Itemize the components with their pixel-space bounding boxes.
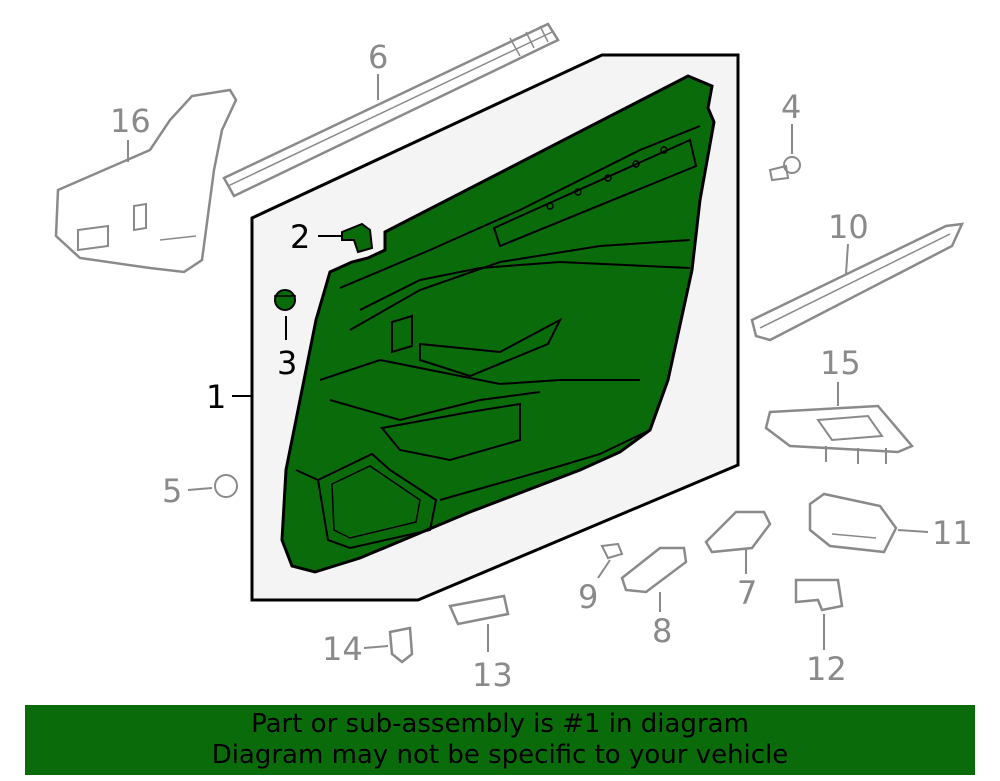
part-3-fastener[interactable] [274,289,296,311]
part-14-socket[interactable] [388,626,414,664]
callout-7: 7 [737,574,757,612]
callout-1: 1 [206,378,226,416]
info-banner: Part or sub-assembly is #1 in diagram Di… [25,705,975,775]
callout-14: 14 [322,630,363,668]
part-7-bracket[interactable] [704,510,772,554]
door-trim-panel[interactable] [280,74,716,574]
callout-3: 3 [277,344,297,382]
callout-2: 2 [290,218,310,256]
part-10-molding[interactable] [750,222,965,342]
callout-5: 5 [162,472,182,510]
banner-line-1: Part or sub-assembly is #1 in diagram [251,709,749,739]
banner-line-2: Diagram may not be specific to your vehi… [211,740,789,770]
part-4-screw[interactable] [768,156,801,182]
part-6-rail[interactable] [222,22,560,198]
part-15-switch-bezel[interactable] [764,404,915,464]
part-13-lamp[interactable] [448,594,510,626]
callout-13: 13 [472,656,513,694]
part-16-shield[interactable] [54,88,238,274]
part-11-switch-assembly[interactable] [808,492,898,554]
callout-10: 10 [828,208,869,246]
callout-4: 4 [781,88,801,126]
callout-16: 16 [110,102,151,140]
callout-6: 6 [368,38,388,76]
part-2-clip[interactable] [341,222,374,254]
callout-12: 12 [806,650,847,688]
part-5-grommet[interactable] [214,474,238,498]
callout-9: 9 [578,578,598,616]
callout-15: 15 [820,344,861,382]
leader-lines [127,74,929,652]
callout-11: 11 [932,514,973,552]
part-9-clip[interactable] [600,542,624,560]
parts-diagram: 1 2 3 4 5 6 7 8 9 10 11 12 13 14 15 16 [54,22,973,694]
part-8-pocket[interactable] [620,546,688,594]
part-12-connector[interactable] [794,578,844,612]
callout-8: 8 [652,612,672,650]
